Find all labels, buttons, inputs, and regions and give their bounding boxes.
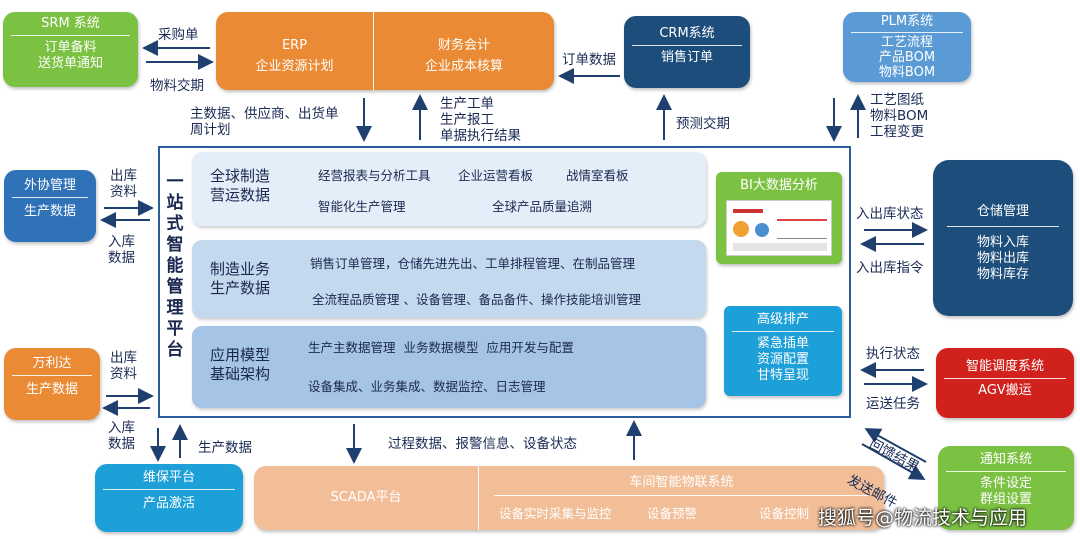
- warehouse-line-1: 物料入库: [976, 235, 1029, 250]
- outsource-subtitle: 生产数据: [23, 204, 76, 219]
- platform-row-global-ops: 全球制造 营运数据 经营报表与分析工具 企业运营看板 战情室看板 智能化生产管理…: [192, 152, 706, 226]
- scada-title: SCADA平台: [330, 490, 402, 505]
- aps-line-2: 资源配置: [756, 352, 809, 367]
- label-exec-status: 执行状态: [866, 346, 920, 362]
- maintenance-box: 维保平台 产品激活: [95, 464, 243, 532]
- platform-vertical-title: 一站式智能管理平台: [166, 172, 184, 360]
- crm-system-box: CRM系统 销售订单: [624, 16, 750, 88]
- row2-title: 制造业务 生产数据: [210, 260, 271, 297]
- row1-title: 全球制造 营运数据: [210, 167, 271, 204]
- aps-panel: 高级排产 紧急插单 资源配置 甘特呈现: [724, 306, 842, 396]
- arrow-send-mail: [861, 443, 926, 480]
- label-outsource-out: 出库 资料: [110, 168, 137, 200]
- warehouse-line-3: 物料库存: [976, 267, 1029, 282]
- finance-subtitle: 企业成本核算: [424, 59, 503, 74]
- plm-line-1: 工艺流程: [880, 35, 933, 50]
- srm-line-1: 订单备料: [44, 40, 97, 55]
- scheduling-title: 智能调度系统: [965, 359, 1044, 374]
- row2-item-2: 全流程品质管理 、设备管理、备品备件、操作技能培训管理: [312, 292, 641, 307]
- wanlida-box: 万利达 生产数据: [4, 348, 100, 420]
- erp-box: ERP 企业资源计划 财务会计 企业成本核算: [216, 12, 554, 90]
- outsource-title: 外协管理: [23, 178, 76, 193]
- bi-thumbnail: [726, 200, 832, 256]
- label-production-data: 生产数据: [198, 440, 252, 456]
- notify-line-2: 群组设置: [979, 492, 1032, 507]
- srm-system-box: SRM 系统 订单备料 送货单通知: [3, 12, 138, 87]
- label-plm-data: 工艺图纸 物料BOM 工程变更: [870, 92, 929, 140]
- row3-item-2: 设备集成、业务集成、数据监控、日志管理: [308, 379, 546, 394]
- row1-item-3: 战情室看板: [566, 168, 629, 183]
- row3-item-1: 生产主数据管理 业务数据模型 应用开发与配置: [308, 340, 574, 355]
- label-master-data: 主数据、供应商、出货单 周计划: [190, 106, 339, 138]
- crm-title: CRM系统: [659, 26, 715, 41]
- label-process-data: 过程数据、报警信息、设备状态: [388, 436, 577, 452]
- outsource-box: 外协管理 生产数据: [4, 170, 96, 242]
- row1-item-1: 经营报表与分析工具: [318, 168, 431, 183]
- platform-row-manufacturing: 制造业务 生产数据 销售订单管理，仓储先进先出、工单排程管理、在制品管理 全流程…: [192, 240, 706, 318]
- label-forecast: 预测交期: [676, 116, 730, 132]
- label-purchase-order: 采购单: [158, 27, 199, 43]
- scheduling-box: 智能调度系统 AGV搬运: [936, 348, 1074, 418]
- iot-title: 车间智能物联系统: [629, 475, 734, 490]
- row1-item-5: 全球产品质量追溯: [492, 199, 593, 214]
- label-outsource-in: 入库 数据: [108, 234, 135, 266]
- arrow-feedback: [864, 428, 927, 463]
- scada-iot-box: SCADA平台 车间智能物联系统 设备实时采集与监控 设备预警 设备控制: [254, 466, 884, 530]
- srm-line-2: 送货单通知: [37, 56, 103, 71]
- label-wanlida-out: 出库 资料: [110, 350, 137, 382]
- iot-item-3: 设备控制: [759, 506, 810, 521]
- row3-title: 应用模型 基础架构: [210, 346, 271, 383]
- aps-line-1: 紧急插单: [756, 336, 809, 351]
- warehouse-line-2: 物料出库: [976, 251, 1029, 266]
- bi-panel: BI大数据分析: [716, 172, 842, 264]
- plm-line-2: 产品BOM: [878, 50, 936, 65]
- label-order-data: 订单数据: [562, 52, 616, 68]
- plm-title: PLM系统: [880, 14, 934, 29]
- iot-item-1: 设备实时采集与监控: [499, 506, 612, 521]
- wanlida-title: 万利达: [32, 356, 72, 371]
- scheduling-subtitle: AGV搬运: [978, 383, 1032, 398]
- row2-item-1: 销售订单管理，仓储先进先出、工单排程管理、在制品管理: [310, 256, 636, 271]
- label-wanlida-in: 入库 数据: [108, 420, 135, 452]
- wanlida-subtitle: 生产数据: [25, 382, 78, 397]
- aps-title: 高级排产: [756, 312, 809, 327]
- maintenance-title: 维保平台: [142, 470, 195, 485]
- aps-line-3: 甘特呈现: [756, 368, 809, 383]
- maintenance-subtitle: 产品激活: [142, 496, 195, 511]
- plm-line-3: 物料BOM: [878, 65, 936, 80]
- row1-item-2: 企业运营看板: [458, 168, 534, 183]
- label-in-out-cmd: 入出库指令: [856, 260, 924, 276]
- finance-title: 财务会计: [437, 38, 490, 53]
- warehouse-title: 仓储管理: [976, 204, 1029, 219]
- iot-item-2: 设备预警: [647, 506, 698, 521]
- erp-subtitle: 企业资源计划: [255, 59, 334, 74]
- platform-row-infrastructure: 应用模型 基础架构 生产主数据管理 业务数据模型 应用开发与配置 设备集成、业务…: [192, 326, 706, 408]
- notify-title: 通知系统: [979, 452, 1032, 467]
- label-work-order: 生产工单 生产报工 单据执行结果: [440, 96, 521, 144]
- warehouse-box: 仓储管理 物料入库 物料出库 物料库存: [933, 160, 1073, 316]
- srm-title: SRM 系统: [41, 16, 100, 31]
- label-in-out-status: 入出库状态: [856, 206, 924, 222]
- label-material-delivery: 物料交期: [150, 78, 204, 94]
- watermark-text: 搜狐号@物流技术与应用: [818, 507, 1028, 529]
- plm-system-box: PLM系统 工艺流程 产品BOM 物料BOM: [843, 12, 971, 82]
- notify-box: 通知系统 条件设定 群组设置: [938, 446, 1074, 530]
- bi-title: BI大数据分析: [740, 178, 818, 193]
- label-transport-task: 运送任务: [866, 396, 920, 412]
- crm-subtitle: 销售订单: [660, 50, 713, 65]
- notify-line-1: 条件设定: [979, 476, 1032, 491]
- row1-item-4: 智能化生产管理: [318, 199, 406, 214]
- erp-title: ERP: [281, 38, 308, 53]
